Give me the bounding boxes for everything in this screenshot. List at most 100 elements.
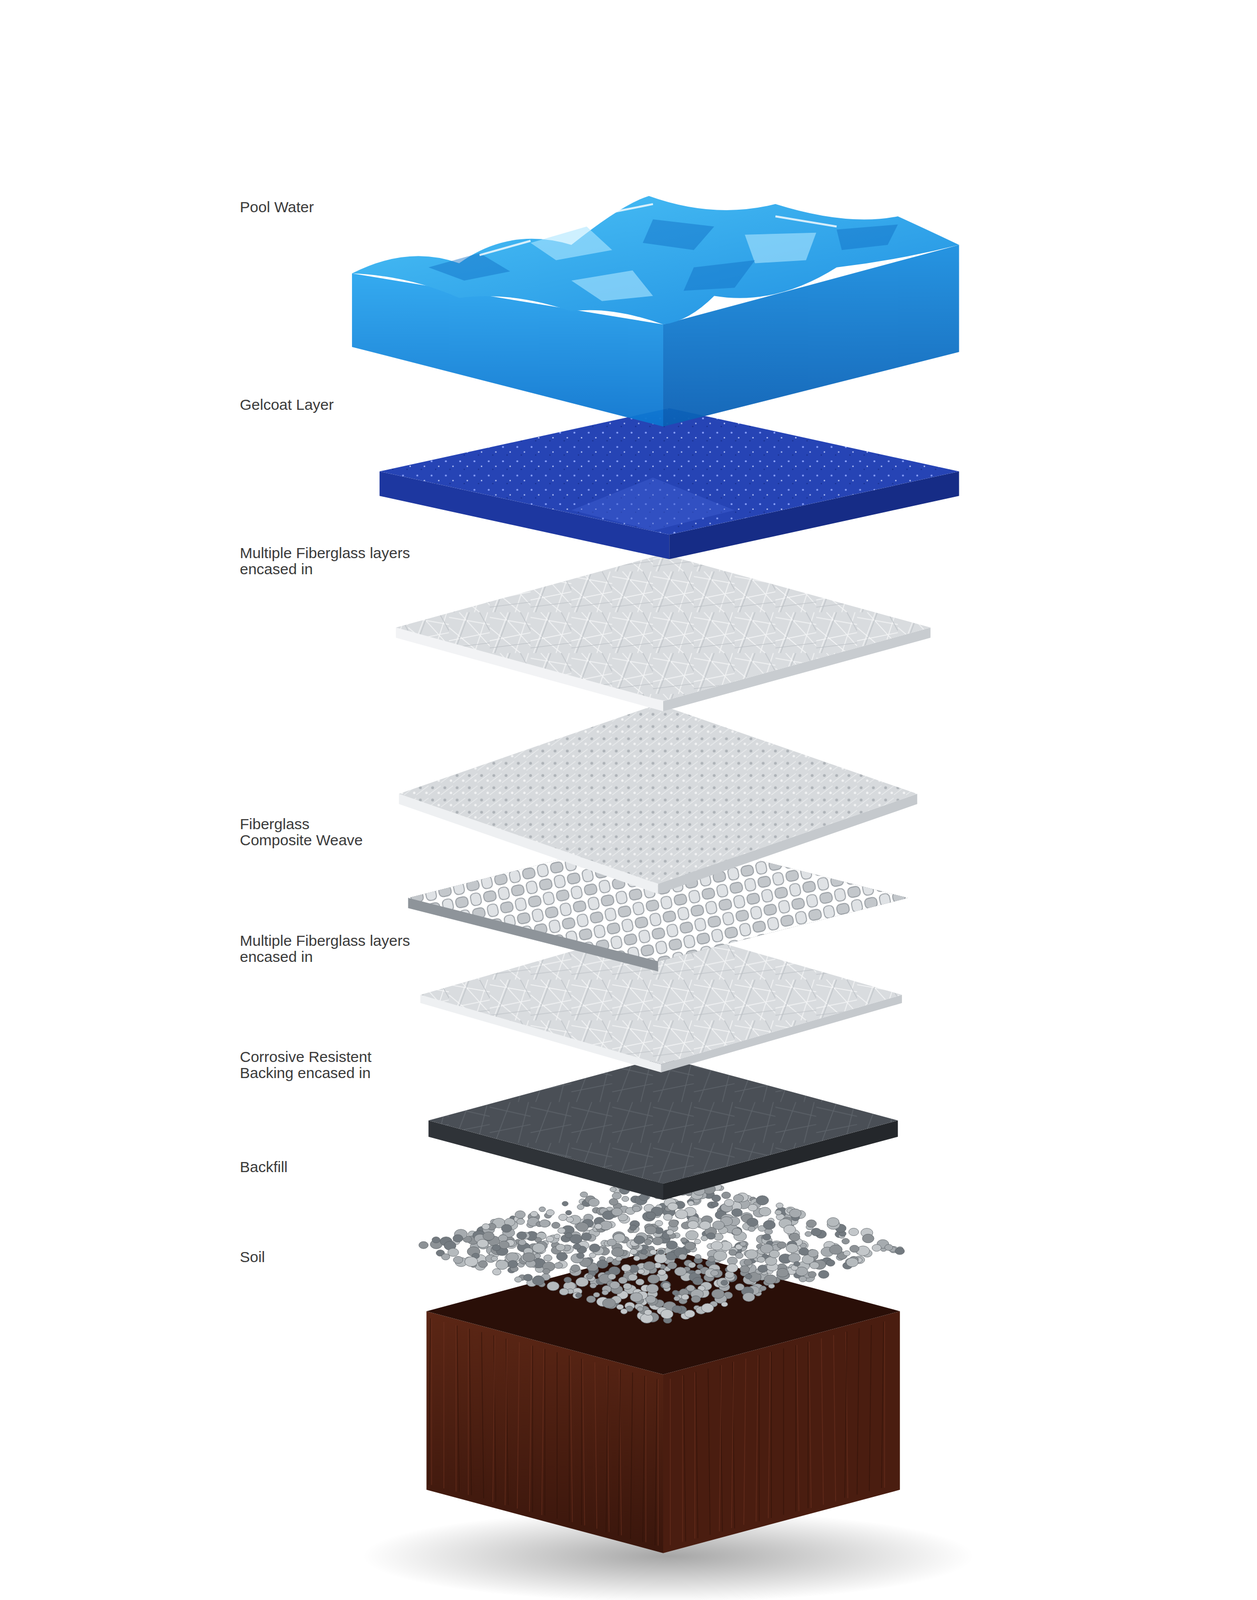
soil-grain	[582, 1359, 585, 1526]
gravel-stone	[711, 1201, 719, 1208]
gravel-stone	[775, 1202, 783, 1209]
soil-grain	[695, 1371, 698, 1539]
gravel-stone	[546, 1209, 555, 1216]
gravel-stone	[701, 1303, 714, 1313]
gravel-stone	[726, 1263, 738, 1273]
soil-grain	[581, 1358, 583, 1525]
gravel-stone	[532, 1242, 546, 1253]
gravel-stone	[687, 1200, 694, 1206]
gravel-stone	[655, 1220, 663, 1226]
soil-grain	[605, 1365, 608, 1533]
gravel-stone	[565, 1210, 572, 1215]
gravel-stone	[804, 1231, 812, 1237]
soil-grain	[694, 1372, 696, 1539]
soil-grain	[542, 1348, 545, 1515]
gravel-stone	[660, 1281, 671, 1289]
gravel-stone	[740, 1265, 750, 1273]
gravel-stone	[575, 1277, 589, 1287]
water-ripple	[744, 232, 817, 264]
gravel-stone	[673, 1296, 680, 1301]
gravel-stone	[539, 1206, 546, 1212]
gravel-stone	[635, 1278, 645, 1286]
gravel-stone	[495, 1260, 509, 1270]
gravel-stone	[641, 1249, 648, 1254]
gravel-stone	[559, 1288, 569, 1296]
soil-grain	[756, 1355, 759, 1522]
water-ripple	[642, 219, 714, 250]
gravel-stone	[826, 1259, 835, 1267]
gravel-stone	[735, 1252, 744, 1259]
gravel-stone	[667, 1262, 678, 1270]
fiberglass-layer	[395, 554, 931, 712]
gravel-stone	[564, 1277, 572, 1283]
gravel-stone	[811, 1228, 822, 1236]
gravel-stone	[539, 1219, 550, 1228]
soil-grain	[618, 1369, 621, 1536]
soil-grain	[682, 1375, 684, 1542]
gravel-stone	[798, 1276, 807, 1282]
gravel-stone	[620, 1308, 628, 1315]
gravel-stone	[556, 1252, 568, 1262]
gravel-stone	[740, 1241, 747, 1246]
gravel-stone	[663, 1213, 673, 1221]
gravel-stone	[721, 1301, 728, 1307]
soil-grain	[743, 1358, 746, 1525]
gravel-stone	[684, 1309, 695, 1318]
gravel-stone	[711, 1194, 722, 1202]
gravel-stone	[418, 1241, 429, 1249]
gravel-stone	[681, 1294, 689, 1300]
soil-grain	[821, 1338, 824, 1505]
gravel-stone	[680, 1237, 688, 1243]
soil-grain	[657, 1379, 659, 1546]
gravel-stone	[596, 1259, 609, 1269]
gravel-stone	[807, 1271, 817, 1278]
gravel-stone	[612, 1192, 622, 1199]
soil-grain	[869, 1324, 872, 1492]
gravel-stone	[530, 1211, 538, 1217]
layer-label: Multiple Fiberglass layers encased in	[239, 545, 411, 578]
gravel-stone	[586, 1295, 596, 1303]
gravel-stone	[542, 1268, 551, 1275]
gravel-stone	[746, 1217, 758, 1227]
water-highlight	[479, 204, 837, 255]
layer-label: Corrosive Resistent Backing encased in	[239, 1048, 411, 1082]
layer-label: Backfill	[239, 1158, 441, 1176]
gravel-stone	[453, 1256, 464, 1264]
gravel-stone	[576, 1252, 585, 1259]
gravel-stone	[688, 1262, 696, 1268]
soil-grain	[731, 1361, 734, 1529]
gravel-stone	[492, 1244, 501, 1251]
gravel-stone	[759, 1207, 772, 1216]
gravel-stone	[562, 1201, 569, 1206]
gravel-stone	[841, 1238, 850, 1244]
gravel-stone	[678, 1253, 687, 1260]
gravel-stone	[576, 1222, 589, 1232]
gravel-stone	[657, 1249, 665, 1254]
gravel-stone	[748, 1204, 758, 1211]
backing-layer	[428, 1056, 898, 1200]
gravel-stone	[733, 1194, 744, 1203]
gravel-stone	[644, 1238, 652, 1245]
gravel-stone	[543, 1254, 553, 1262]
gravel-stone	[630, 1292, 643, 1303]
gravel-stone	[774, 1209, 782, 1215]
soil-grain	[443, 1321, 445, 1489]
soil-grain	[783, 1348, 785, 1515]
gravel-stone	[691, 1295, 701, 1303]
gravel-stone	[431, 1236, 440, 1243]
fiberglass-layer-top	[395, 554, 931, 701]
gravel-stone	[464, 1256, 478, 1267]
water-surface	[351, 196, 959, 325]
gravel-stone	[606, 1257, 614, 1263]
soil-grain	[796, 1344, 799, 1512]
gravel-stone	[862, 1233, 874, 1243]
gravel-stone	[630, 1248, 638, 1255]
gravel-stone	[637, 1269, 645, 1275]
gravel-stone	[580, 1191, 588, 1198]
gravel-stone	[523, 1274, 533, 1281]
soil-grain	[457, 1325, 460, 1492]
gravel-stone	[672, 1305, 682, 1313]
gravel-stone	[759, 1285, 767, 1291]
gravel-stone	[884, 1244, 893, 1251]
gravel-stone	[581, 1232, 592, 1241]
